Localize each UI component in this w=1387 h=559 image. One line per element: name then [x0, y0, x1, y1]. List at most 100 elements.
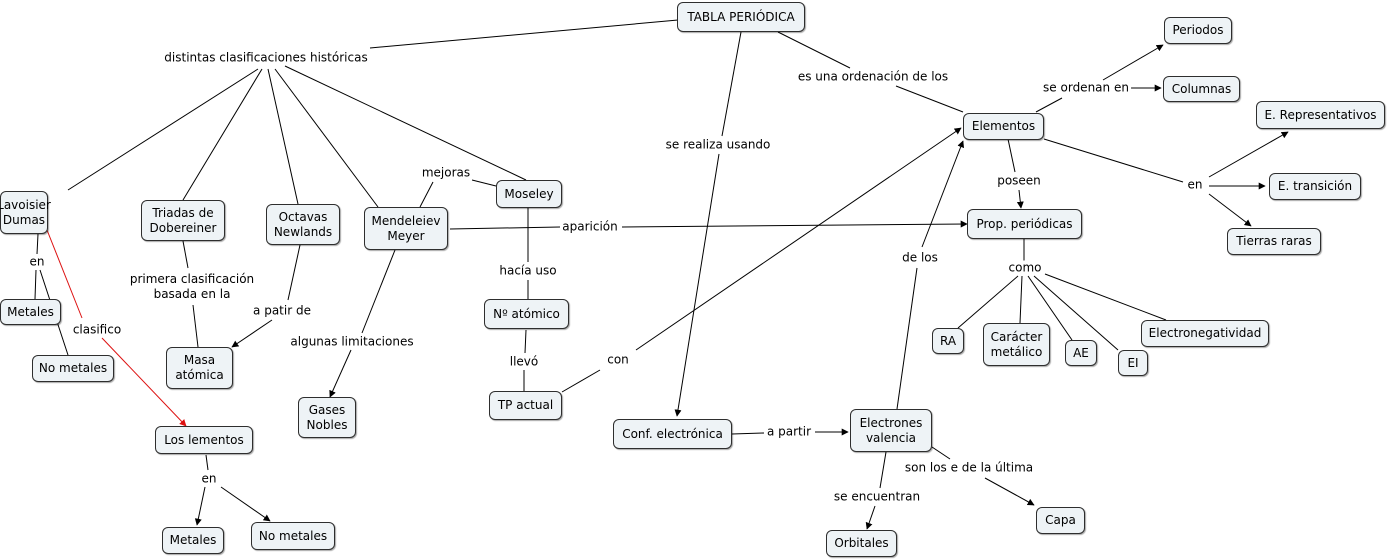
edge-seencuentran-orbitales — [865, 505, 876, 530]
node-masa-atomica[interactable]: Masa atómica — [166, 347, 233, 389]
node-tierras-raras[interactable]: Tierras raras — [1227, 228, 1321, 255]
edge-sonlos-capa — [984, 477, 1035, 506]
label-en-2: en — [199, 471, 219, 487]
node-orbitales[interactable]: Orbitales — [826, 530, 897, 557]
node-capa[interactable]: Capa — [1036, 507, 1085, 534]
node-electrones-valencia[interactable]: Electrones valencia — [850, 409, 932, 452]
edge-tabla-esordenacion — [777, 31, 851, 69]
label-poseen: poseen — [995, 173, 1043, 189]
label-a-patir-de: a patir de — [251, 303, 313, 319]
node-no-metales-1[interactable]: No metales — [32, 355, 114, 382]
edge-electrones-sonlos — [931, 446, 951, 460]
edge-elementos-seordenan — [1035, 97, 1063, 113]
edge-lavoisier-en1 — [36, 233, 39, 255]
edge-distintas-triadas — [182, 68, 263, 201]
node-e-transicion[interactable]: E. transición — [1269, 173, 1361, 200]
edge-mejoras-moseley — [471, 179, 497, 187]
edge-triadas-primera — [182, 240, 189, 269]
node-gases-nobles[interactable]: Gases Nobles — [298, 397, 356, 438]
edge-mendeleiev-aparicion — [449, 226, 561, 230]
edge-poseen-propper — [1016, 189, 1024, 209]
node-metales-2[interactable]: Metales — [162, 527, 224, 554]
edge-clasifico-losele — [101, 337, 187, 427]
node-elementos[interactable]: Elementos — [963, 113, 1044, 140]
node-ei[interactable]: EI — [1118, 350, 1148, 376]
node-lavoisier-dumas[interactable]: Lavoisier Dumas — [0, 191, 51, 234]
edge-lavoisier-clasifico — [46, 229, 83, 319]
edge-tpactual-con — [561, 369, 601, 393]
edge-aparicion-propper — [621, 220, 968, 228]
edge-como-carmet — [1019, 275, 1023, 324]
edge-como-ei — [1033, 275, 1119, 351]
label-como: como — [1006, 260, 1044, 276]
node-ra[interactable]: RA — [932, 328, 964, 354]
edge-tabla-distintas — [369, 19, 679, 49]
edge-primera-masa — [192, 304, 199, 348]
node-los-lementos[interactable]: Los lementos — [155, 426, 253, 454]
label-en-1: en — [27, 254, 47, 270]
label-se-realiza: se realiza usando — [663, 137, 773, 153]
label-es-ordenacion: es una ordenación de los — [795, 69, 951, 85]
label-hacia-uso: hacía uso — [497, 263, 559, 279]
node-no-metales-2[interactable]: No metales — [251, 522, 335, 550]
edge-elementos-en3 — [1043, 138, 1184, 183]
label-de-los: de los — [900, 250, 940, 266]
node-metales-1[interactable]: Metales — [0, 299, 61, 325]
edge-en1-metales1 — [34, 269, 37, 300]
edge-en3-tierras — [1208, 193, 1252, 227]
node-octavas-newlands[interactable]: Octavas Newlands — [266, 204, 340, 245]
label-clasifico: clasifico — [70, 322, 124, 338]
edge-distintas-octavas — [267, 68, 299, 205]
edge-elementos-poseen — [1007, 138, 1016, 173]
edge-en2-metales2 — [194, 486, 206, 526]
edge-natomico-llevo — [524, 329, 527, 354]
node-mendeleiev-meyer[interactable]: Mendeleiev Meyer — [364, 207, 448, 250]
edge-seordenan-periodos — [1102, 44, 1164, 81]
edge-electrones-delos — [896, 267, 918, 410]
edge-delos-elementos — [921, 140, 964, 248]
edge-distintas-mendeleiev — [274, 68, 379, 208]
edge-tabla-serealiza — [721, 31, 742, 137]
node-e-representativos[interactable]: E. Representativos — [1256, 101, 1385, 129]
edge-como-ae — [1027, 275, 1073, 341]
label-llevo: llevó — [507, 354, 541, 370]
edge-apatir-masa — [231, 319, 273, 348]
node-numero-atomico[interactable]: Nº atómico — [484, 299, 569, 329]
label-a-partir: a partir — [764, 424, 814, 440]
label-se-ordenan-en: se ordenan en — [1041, 80, 1131, 96]
edge-en3-erep — [1208, 131, 1289, 178]
label-algunas-limitaciones: algunas limitaciones — [288, 334, 416, 350]
label-primera-clasificacion: primera clasificación basada en la — [127, 272, 257, 302]
node-ae[interactable]: AE — [1065, 340, 1097, 366]
edge-octavas-apatir — [287, 244, 301, 301]
node-columnas[interactable]: Columnas — [1163, 76, 1240, 102]
node-conf-electronica[interactable]: Conf. electrónica — [613, 419, 732, 449]
node-prop-periodicas[interactable]: Prop. periódicas — [967, 209, 1082, 239]
node-moseley[interactable]: Moseley — [496, 180, 562, 208]
label-se-encuentran: se encuentran — [831, 489, 923, 505]
edge-electrones-seencuentran — [879, 451, 887, 489]
label-mejoras: mejoras — [419, 165, 473, 181]
edge-en2-nometales2 — [220, 486, 271, 522]
edge-distintas-lavoisier — [67, 68, 259, 191]
node-periodos[interactable]: Periodos — [1164, 17, 1232, 44]
node-tabla-periodica[interactable]: TABLA PERIÓDICA — [677, 2, 805, 32]
label-en-3: en — [1185, 177, 1205, 193]
edge-como-ra — [957, 275, 1019, 329]
label-aparicion: aparición — [560, 219, 620, 235]
label-distintas-clasificaciones: distintas clasificaciones históricas — [162, 50, 370, 66]
edge-esordenacion-elementos[interactable] — [895, 85, 964, 113]
label-son-los-e: son los e de la última — [902, 460, 1036, 476]
edge-losele-en2 — [205, 454, 209, 471]
node-electronegatividad[interactable]: Electronegatividad — [1141, 320, 1269, 347]
node-triadas-dobereiner[interactable]: Triadas de Dobereiner — [141, 200, 225, 241]
node-caracter-metalico[interactable]: Carácter metálico — [983, 323, 1050, 366]
label-con: con — [605, 352, 631, 368]
node-tp-actual[interactable]: TP actual — [489, 391, 562, 420]
edge-distintas-moseley — [284, 65, 527, 181]
edge-confe-apartir — [731, 432, 765, 435]
edge-mendeleiev-mejoras — [419, 181, 434, 208]
edge-como-electroneg — [1044, 273, 1167, 321]
